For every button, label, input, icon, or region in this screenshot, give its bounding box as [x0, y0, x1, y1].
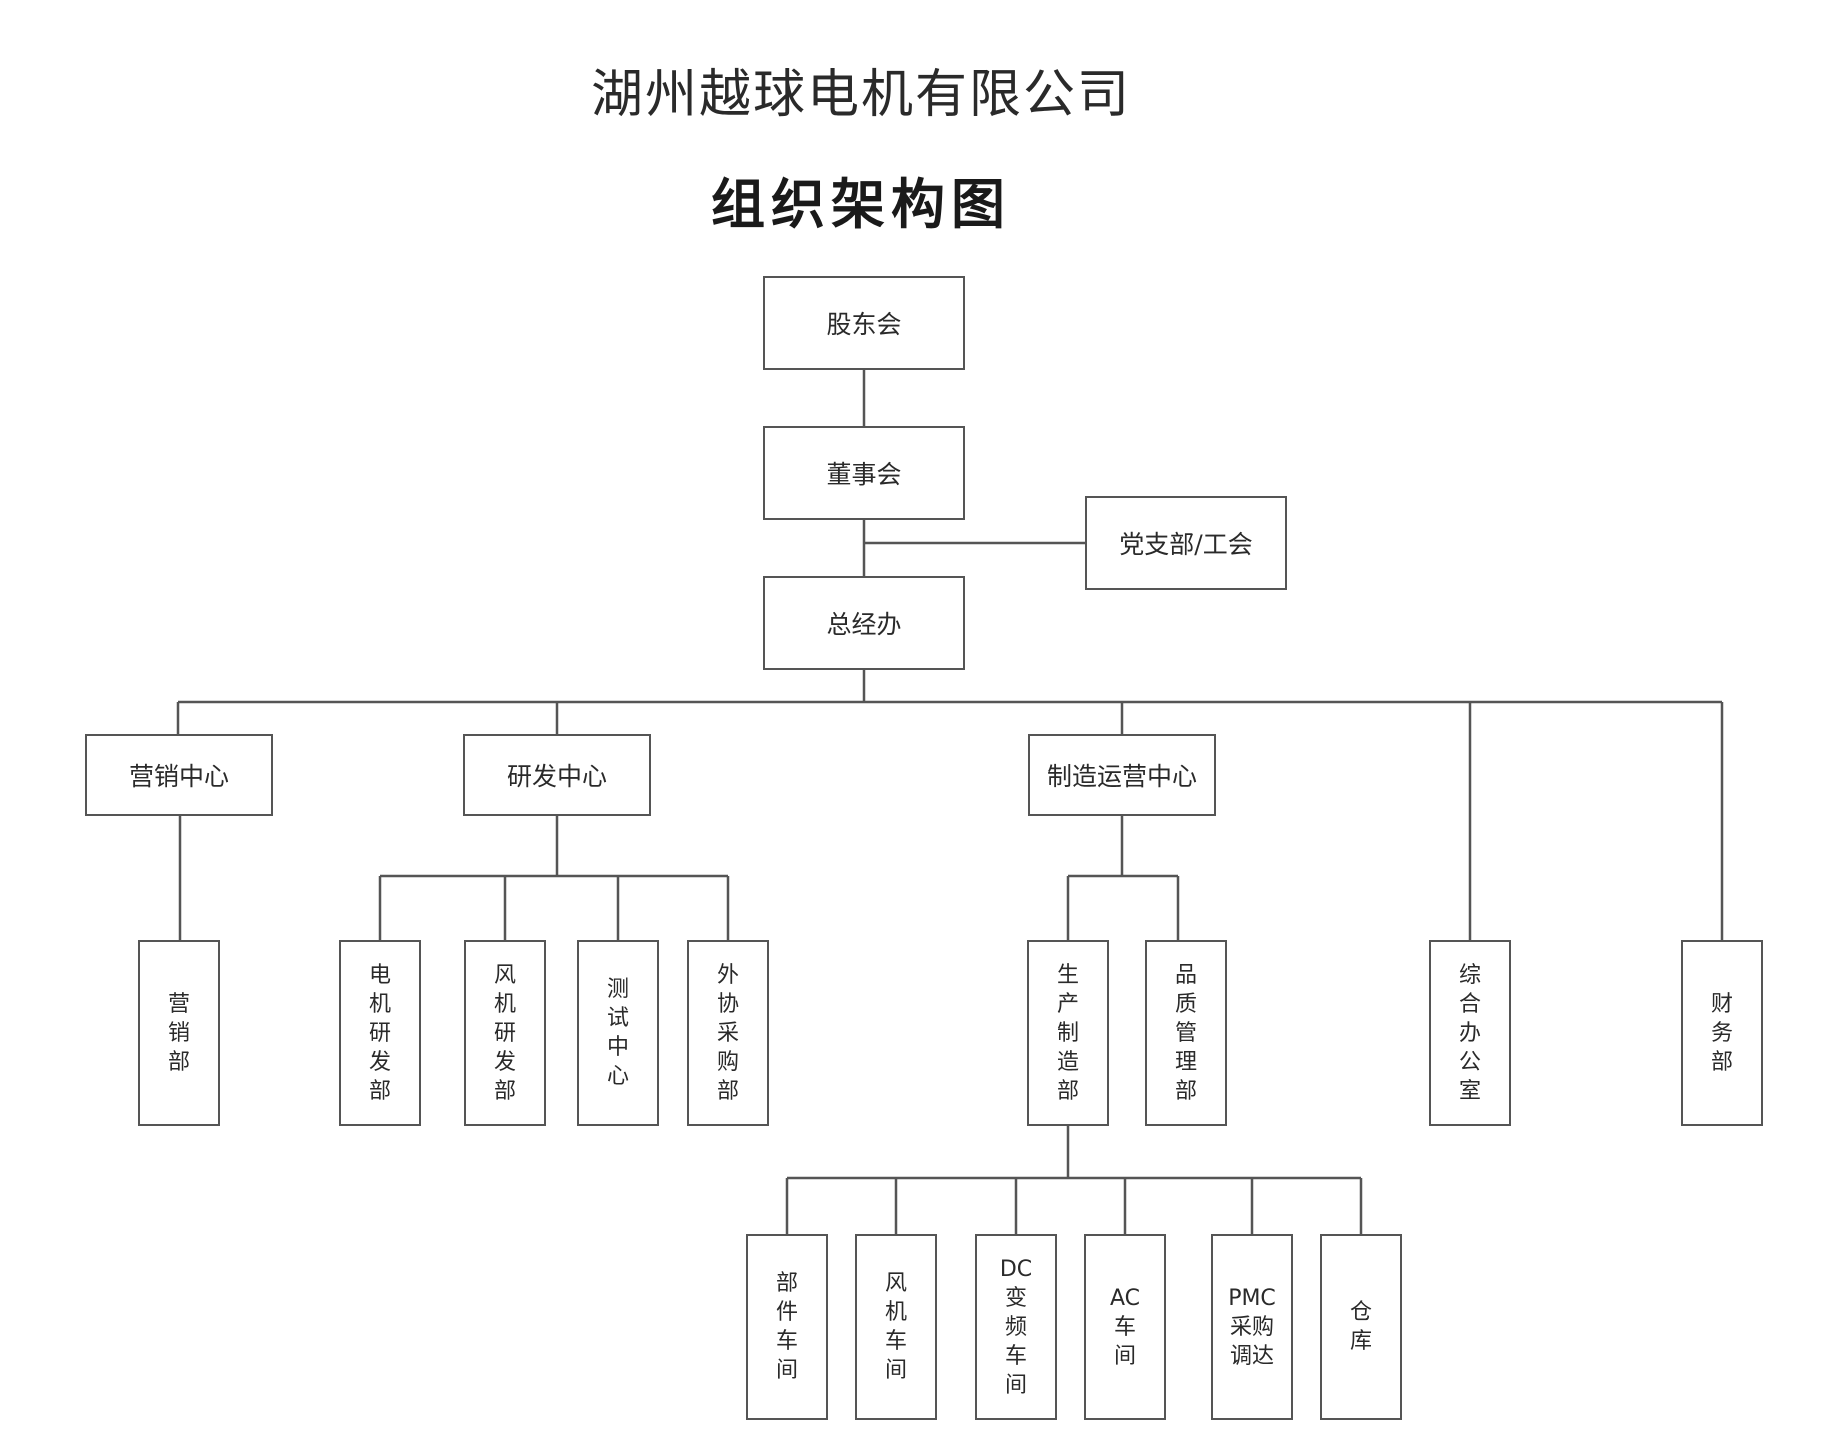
test-center-box: 测试中心 [577, 940, 659, 1126]
marketing-center-box: 营销中心 [85, 734, 273, 816]
fan-workshop-box: 风机车间 [855, 1234, 937, 1420]
motor-rnd-dept-label: 电机研发部 [368, 962, 391, 1104]
pmc-procurement-box: PMC 采购 调达 [1211, 1234, 1293, 1420]
board-box: 董事会 [763, 426, 965, 520]
sales-dept-box: 营销部 [138, 940, 220, 1126]
finance-dept-label: 财务部 [1710, 991, 1733, 1075]
shareholders-box: 股东会 [763, 276, 965, 370]
fan-workshop-label: 风机车间 [884, 1271, 907, 1383]
outsource-purchase-dept-box: 外协采购部 [687, 940, 769, 1126]
marketing-center-label: 营销中心 [128, 762, 229, 791]
motor-rnd-dept-box: 电机研发部 [339, 940, 421, 1126]
fan-rnd-dept-box: 风机研发部 [464, 940, 546, 1126]
ac-workshop-label: AC 车间 [1109, 1285, 1141, 1369]
company-name: 湖州越球电机有限公司 [590, 65, 1131, 125]
sales-dept-label: 营销部 [167, 991, 190, 1075]
general-office-label: 综合办公室 [1458, 962, 1481, 1104]
chart-title: 组织架构图 [711, 173, 1011, 236]
manufacturing-center-label: 制造运营中心 [1046, 762, 1197, 791]
quality-dept-box: 品质管理部 [1145, 940, 1227, 1126]
board-label: 董事会 [826, 460, 902, 489]
rnd-center-label: 研发中心 [506, 762, 607, 791]
ac-workshop-box: AC 车间 [1084, 1234, 1166, 1420]
gm-office-box: 总经办 [763, 576, 965, 670]
general-office-box: 综合办公室 [1429, 940, 1511, 1126]
gm-office-label: 总经办 [826, 610, 902, 639]
manufacturing-center-box: 制造运营中心 [1028, 734, 1216, 816]
finance-dept-box: 财务部 [1681, 940, 1763, 1126]
shareholders-label: 股东会 [826, 310, 902, 339]
parts-workshop-label: 部件车间 [775, 1271, 798, 1383]
warehouse-box: 仓库 [1320, 1234, 1402, 1420]
production-dept-box: 生产制造部 [1027, 940, 1109, 1126]
production-dept-label: 生产制造部 [1056, 962, 1079, 1104]
dc-workshop-label: DC 变频车间 [999, 1256, 1033, 1398]
warehouse-label: 仓库 [1349, 1300, 1372, 1354]
quality-dept-label: 品质管理部 [1174, 962, 1197, 1104]
rnd-center-box: 研发中心 [463, 734, 651, 816]
dc-workshop-box: DC 变频车间 [975, 1234, 1057, 1420]
parts-workshop-box: 部件车间 [746, 1234, 828, 1420]
pmc-procurement-label: PMC 采购 调达 [1228, 1285, 1276, 1369]
fan-rnd-dept-label: 风机研发部 [493, 962, 516, 1104]
party-union-box: 党支部/工会 [1085, 496, 1287, 590]
party-union-label: 党支部/工会 [1119, 530, 1253, 559]
outsource-purchase-dept-label: 外协采购部 [716, 962, 739, 1104]
test-center-label: 测试中心 [606, 977, 629, 1089]
